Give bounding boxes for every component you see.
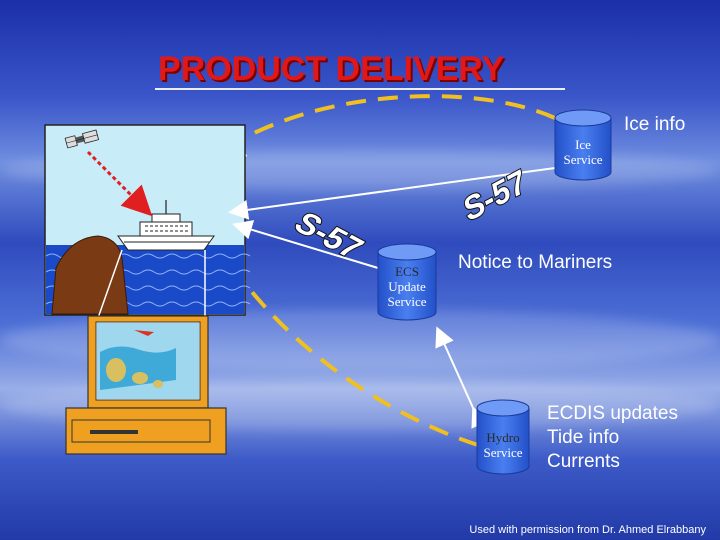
footer-credit: Used with permission from Dr. Ahmed Elra… [469,524,706,536]
arrow-hydro-ecs [435,326,490,429]
ecs-update-service-database-icon [377,243,437,321]
ice-service-line1: Ice [575,137,591,152]
ecs-update-line1: ECS [395,264,419,279]
dashed-arrow-hydro-to-pc [233,268,479,447]
ice-service-database-icon [554,109,612,181]
s57-badge: S-57 [460,162,530,229]
ice-service-line2: Service [563,152,603,167]
s57-badge: S-57 [287,206,370,266]
dashed-arrow-ice-to-scene [203,94,556,165]
arrow-ice-to-ship [228,167,556,220]
hydro-service-line2: Service [483,445,523,460]
ship-scene-panel [44,124,251,316]
notice-to-mariners-label: Notice to Mariners [458,252,613,273]
link-ship-to-pc-left [97,249,123,319]
hydro-service-label: Hydro Service [473,430,533,460]
computer-icon [65,315,227,455]
ship-icon [117,200,215,251]
ice-service-label: Ice Service [553,137,613,167]
ecs-update-line3: Service [387,294,427,309]
ecdis-updates-label: ECDIS updates [547,403,678,424]
satellite-link [86,150,153,217]
hydro-service-line1: Hydro [486,430,520,445]
tide-info-label: Tide info [547,427,620,448]
title-underline [155,88,565,90]
ecs-update-service-label: ECS Update Service [377,264,437,309]
ecs-update-line2: Update [388,279,426,294]
hydro-service-database-icon [476,399,530,475]
satellite-icon [64,129,100,149]
page-title: PRODUCT DELIVERY [158,50,505,88]
currents-label: Currents [547,451,620,472]
arrow-ecs-to-ship [232,220,379,269]
ice-info-label: Ice info [624,114,686,135]
